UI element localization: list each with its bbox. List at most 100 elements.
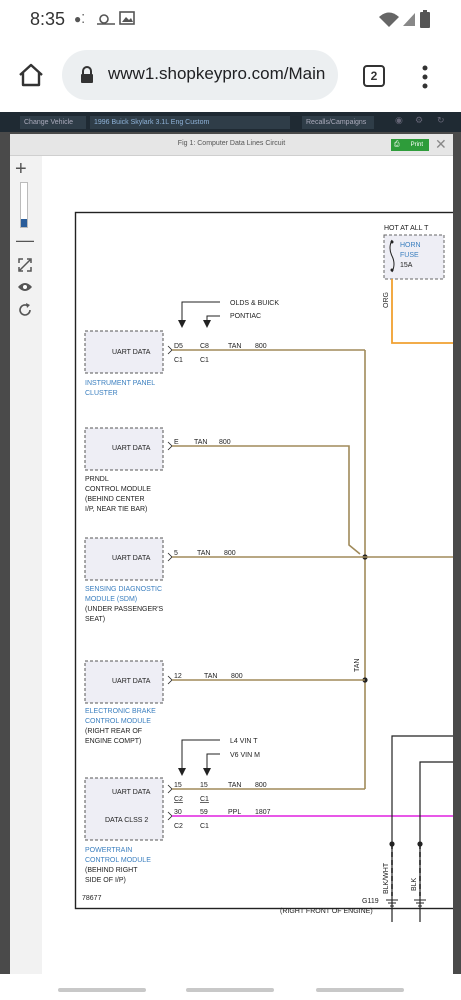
prndl-wire-color: TAN [194, 439, 207, 446]
ipc-pin1: D5 [174, 343, 183, 350]
zoom-in-icon[interactable]: + [15, 158, 27, 180]
ipc-name-2: CLUSTER [85, 390, 118, 397]
tan-vertical-label: TAN [354, 659, 361, 672]
org-wire [391, 279, 453, 344]
ipc-name-1: INSTRUMENT PANEL [85, 380, 155, 387]
horn-fuse-box [383, 234, 445, 280]
pcm-r2-pin1: 30 [174, 809, 182, 816]
sdm-name-2: MODULE (SDM) [85, 596, 137, 603]
ipc-conn2: C1 [200, 357, 209, 364]
web-content: Change Vehicle 1996 Buick Skylark 3.1L E… [0, 112, 461, 974]
fit-screen-icon[interactable] [18, 258, 32, 272]
ebcm-name-2: CONTROL MODULE [85, 718, 151, 725]
toolbar-icon-2[interactable]: ⚙ [415, 115, 424, 125]
clock: 8:35 [30, 9, 66, 29]
sdm-name-1: SENSING DIAGNOSTIC [85, 586, 162, 593]
browser-toolbar: www1.shopkeypro.com/Main 2 [0, 40, 461, 112]
toolbar-icon-3[interactable]: ↻ [437, 115, 445, 125]
pcm-box-label-1: UART DATA [112, 789, 151, 796]
pontiac-label: PONTIAC [230, 313, 261, 320]
prndl-box-label: UART DATA [112, 445, 151, 452]
battery-icon [420, 10, 430, 28]
prndl-name-4: I/P, NEAR TIE BAR) [85, 506, 147, 513]
pcm-r1-conn2: C1 [200, 796, 209, 803]
blk-wht-label: BLK/WHT [383, 862, 390, 894]
ebcm-loc-2: ENGINE COMPT) [85, 738, 141, 745]
zoom-out-icon[interactable]: — [16, 230, 34, 250]
ebcm-loc-1: (RIGHT REAR OF [85, 728, 142, 735]
close-icon[interactable]: ✕ [435, 136, 447, 152]
figure-number: 78677 [82, 895, 102, 902]
ebcm-circuit: 800 [231, 673, 243, 680]
pcm-r2-conn2: C1 [200, 823, 209, 830]
l4-label: L4 VIN T [230, 738, 258, 745]
pcm-r2-wire: PPL [228, 809, 241, 816]
zoom-slider-handle[interactable] [21, 219, 27, 227]
printer-icon: ⎙ [394, 141, 400, 148]
toolbar-icon-1[interactable]: ◉ [395, 115, 403, 125]
viewer-header: Fig 1: Computer Data Lines Circuit ⎙ Pri… [10, 134, 453, 156]
nav-pill-1[interactable] [58, 988, 146, 992]
ground-location: (RIGHT FRONT OF ENGINE) [280, 908, 373, 915]
figure-viewer: Fig 1: Computer Data Lines Circuit ⎙ Pri… [10, 134, 453, 974]
view-icon[interactable] [17, 281, 33, 293]
nav-pill-3[interactable] [316, 988, 404, 992]
prndl-circuit: 800 [219, 439, 231, 446]
url-text[interactable]: www1.shopkeypro.com/Main [108, 64, 326, 83]
prndl-box [84, 427, 164, 471]
nav-pill-2[interactable] [186, 988, 274, 992]
ipc-pin2: C8 [200, 343, 209, 350]
ebcm-box-label: UART DATA [112, 678, 151, 685]
fuse-label-2: FUSE [400, 252, 419, 259]
fuse-symbol [389, 239, 395, 273]
ebcm-pin: 12 [174, 673, 182, 680]
prndl-wire [172, 445, 361, 555]
print-button[interactable]: ⎙ Print [391, 139, 429, 151]
ground-id: G119 [362, 898, 379, 905]
pcm-name-1: POWERTRAIN [85, 847, 132, 854]
pcm-box [84, 777, 164, 841]
vehicle-label: 1996 Buick Skylark 3.1L Eng Custom [90, 116, 290, 129]
site-toolbar: Change Vehicle 1996 Buick Skylark 3.1L E… [0, 112, 461, 132]
sdm-loc-2: SEAT) [85, 616, 105, 623]
change-vehicle-button[interactable]: Change Vehicle [20, 116, 86, 129]
ipc-box-label: UART DATA [112, 349, 151, 356]
rotate-icon[interactable] [18, 303, 32, 317]
blk-label: BLK [411, 877, 418, 891]
ipc-circuit: 800 [255, 343, 267, 350]
diagram-frame [74, 211, 453, 910]
pcm-r1-pin2: 15 [200, 782, 208, 789]
org-label: ORG [383, 292, 390, 308]
address-bar[interactable]: www1.shopkeypro.com/Main [62, 50, 338, 100]
zoom-slider[interactable] [20, 182, 28, 228]
pcm-r1-circuit: 800 [255, 782, 267, 789]
ground-symbol-1 [386, 899, 398, 907]
pcm-box-label-2: DATA CLSS 2 [105, 817, 148, 824]
home-icon[interactable] [18, 63, 44, 87]
wifi-icon [379, 12, 399, 27]
ipc-conn1: C1 [174, 357, 183, 364]
pcm-r2-pin2: 59 [200, 809, 208, 816]
recalls-button[interactable]: Recalls/Campaigns [302, 116, 374, 129]
pcm-r2-conn1: C2 [174, 823, 183, 830]
gesture-nav-bar [0, 974, 461, 1000]
ground-symbol-2 [414, 899, 426, 907]
fuse-label-3: 15A [400, 262, 413, 269]
sdm-wire-color: TAN [197, 550, 210, 557]
pcm-r1-conn1: C2 [174, 796, 183, 803]
sdm-pin: 5 [174, 550, 178, 557]
sdm-box-label: UART DATA [112, 555, 151, 562]
tab-switcher-button[interactable]: 2 [363, 65, 385, 87]
overflow-menu-icon[interactable] [421, 65, 429, 89]
status-bar: 8:35 ●⁚ [0, 0, 461, 40]
ebcm-name-1: ELECTRONIC BRAKE [85, 708, 156, 715]
gallery-icon [119, 11, 135, 25]
pcm-loc-2: SIDE OF I/P) [85, 877, 126, 884]
lock-icon [81, 66, 93, 83]
pcm-name-2: CONTROL MODULE [85, 857, 151, 864]
wiring-diagram: HOT AT ALL T HORN FUSE 15A ORG OLDS & BU… [74, 211, 453, 922]
diagram-canvas[interactable]: HOT AT ALL T HORN FUSE 15A ORG OLDS & BU… [42, 156, 453, 974]
prndl-name-2: CONTROL MODULE [85, 486, 151, 493]
pcm-r1-pin1: 15 [174, 782, 182, 789]
ebcm-box [84, 660, 164, 704]
